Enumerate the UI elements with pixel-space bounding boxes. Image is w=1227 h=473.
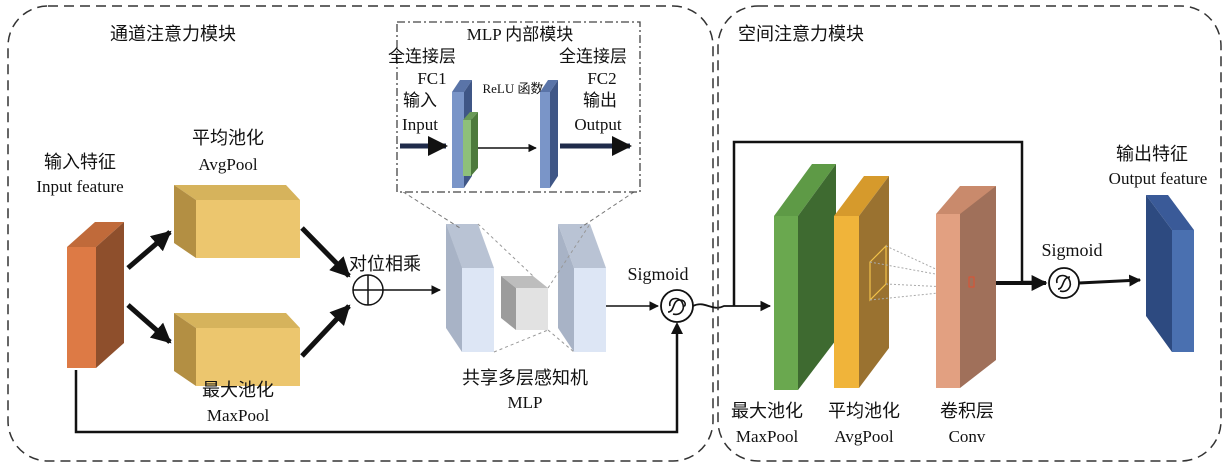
channel-module-title: 通道注意力模块 [110, 24, 236, 44]
mlp-inset-box [396, 21, 641, 193]
spatial-module-box [717, 5, 1222, 462]
inset-input-en: Input [402, 115, 438, 134]
channel-sigmoid-icon [660, 289, 694, 323]
inset-zoom-line-left [396, 187, 461, 229]
spatial-maxpool-en: MaxPool [736, 427, 799, 446]
skip-connection-channel [74, 326, 679, 434]
spatial-maxpool-cn: 最大池化 [731, 401, 803, 421]
fc1-layer [452, 80, 478, 188]
spatial-module-title: 空间注意力模块 [738, 24, 864, 44]
maxpool-label-en: MaxPool [207, 406, 270, 425]
arrow-avgpool-to-add [300, 226, 351, 278]
add-operator-icon [352, 274, 384, 306]
spatial-maxpool-block [774, 164, 836, 390]
inset-output-cn: 输出 [583, 91, 617, 110]
skip-arrowhead-channel [671, 322, 683, 334]
spatial-avgpool-cn: 平均池化 [828, 401, 900, 421]
output-feature-cn: 输出特征 [1116, 144, 1188, 164]
fc1-label-cn: 全连接层 [388, 47, 456, 66]
avgpool-label-cn: 平均池化 [192, 128, 264, 148]
inset-zoom-line-right [579, 187, 641, 229]
arrow-maxpool-to-add [300, 304, 351, 358]
input-feature-label-cn: 输入特征 [44, 152, 116, 172]
spatial-avgpool-en: AvgPool [834, 427, 893, 446]
conv-block [936, 186, 996, 388]
add-operator-label: 对位相乘 [349, 254, 421, 274]
maxpool-block [174, 313, 300, 386]
mlp-label-en: MLP [508, 393, 543, 412]
spatial-sigmoid-label: Sigmoid [1041, 240, 1102, 260]
fc1-label-en: FC1 [417, 69, 446, 88]
mlp-inset-title: MLP 内部模块 [467, 25, 574, 44]
inset-output-en: Output [574, 115, 622, 134]
channel-module-box [7, 5, 714, 462]
channel-sigmoid-label: Sigmoid [627, 264, 688, 284]
output-feature-en: Output feature [1109, 169, 1208, 188]
spatial-sigmoid-icon [1048, 267, 1080, 299]
input-feature-block [67, 222, 124, 368]
maxpool-label-cn: 最大池化 [202, 380, 274, 400]
fc2-label-cn: 全连接层 [559, 47, 627, 66]
conv-label-cn: 卷积层 [940, 401, 994, 421]
mlp-label-cn: 共享多层感知机 [462, 368, 588, 388]
inset-input-cn: 输入 [403, 91, 437, 110]
shared-mlp-block [446, 223, 606, 353]
avgpool-block [174, 185, 300, 258]
fc2-label-en: FC2 [587, 69, 616, 88]
input-feature-label-en: Input feature [36, 177, 123, 196]
fc2-layer [540, 80, 558, 188]
conv-label-en: Conv [949, 427, 986, 446]
arrow-input-to-maxpool [126, 303, 172, 344]
relu-label: ReLU 函数 [482, 81, 543, 96]
output-feature-block [1146, 195, 1194, 352]
arrow-sigmoid-to-output [1078, 274, 1142, 287]
spatial-avgpool-block [834, 176, 889, 388]
avgpool-label-en: AvgPool [198, 155, 257, 174]
arrow-input-to-avgpool [126, 230, 172, 270]
arrow-channel-to-spatial [692, 300, 772, 312]
